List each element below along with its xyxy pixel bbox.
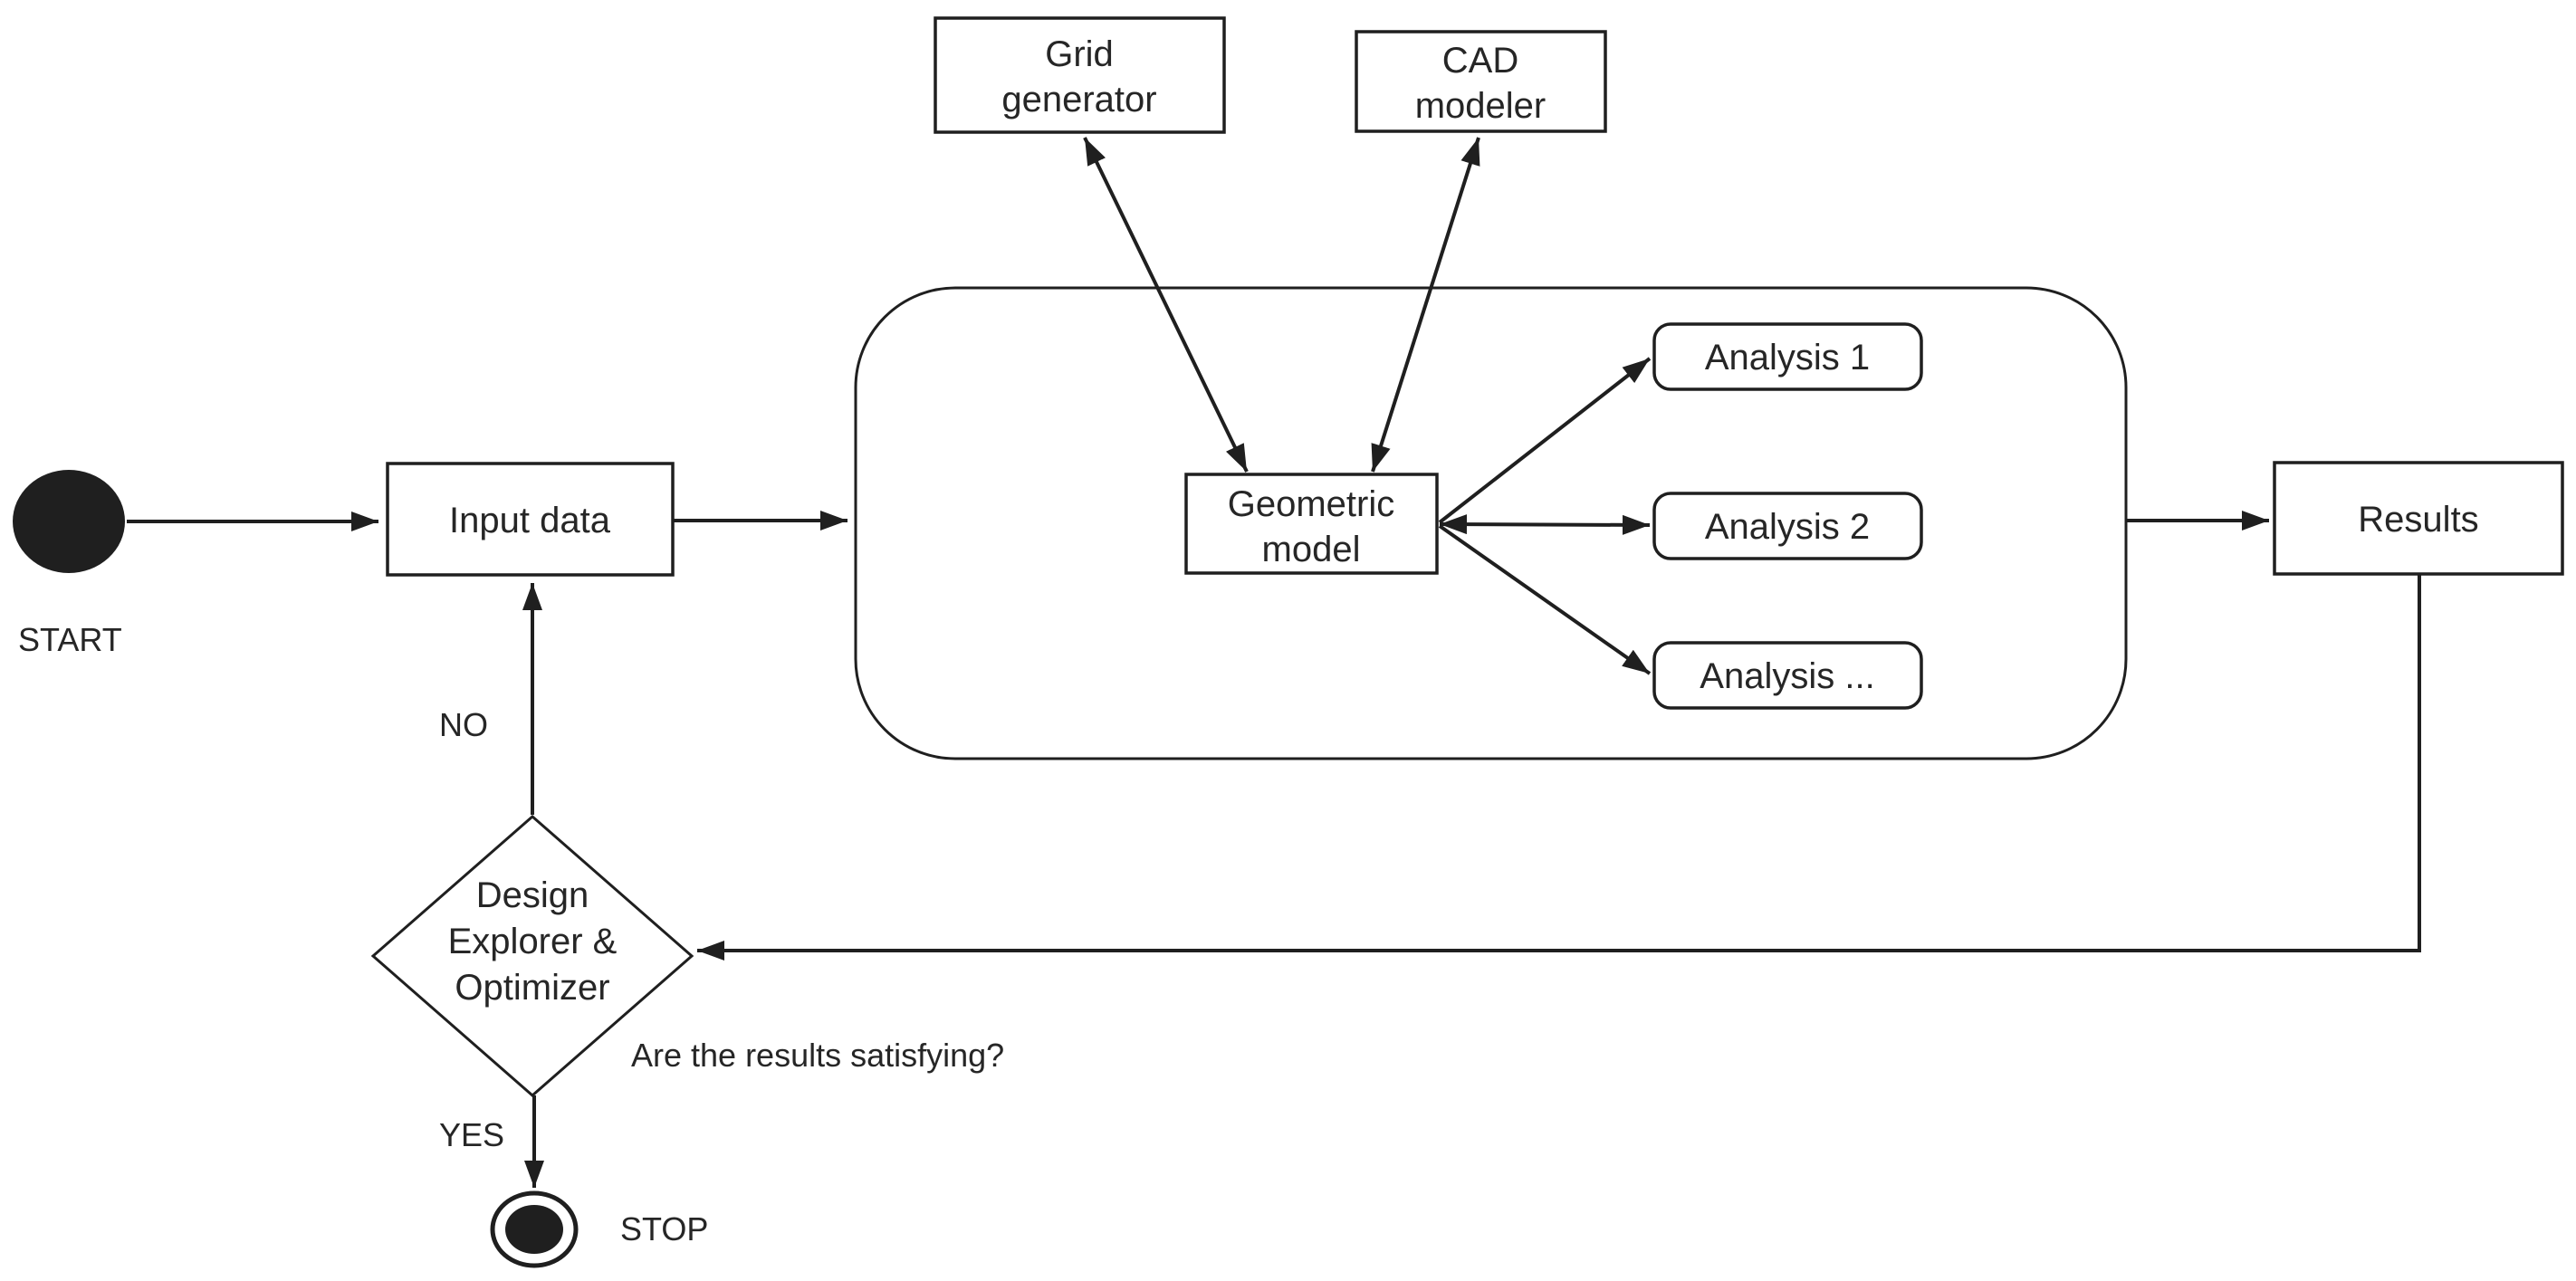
yes-branch-label: YES <box>439 1116 504 1153</box>
design-optimizer-label-line1: Design <box>476 875 589 915</box>
geometric-model-label-line2: model <box>1262 530 1361 569</box>
decision-question-label: Are the results satisfying? <box>631 1037 1004 1074</box>
input-data-label: Input data <box>449 501 611 540</box>
edge-geometric-grid-generator <box>1083 137 1249 473</box>
edge-geometric-to-analysis-1 <box>1438 357 1652 524</box>
design-optimizer-label-line2: Explorer & <box>448 922 618 961</box>
grid-generator-box <box>934 16 1226 134</box>
analysis-more-box <box>1652 641 1923 710</box>
analysis-1-label: Analysis 1 <box>1705 338 1870 378</box>
analysis-container <box>854 286 2128 760</box>
no-branch-label: NO <box>439 706 488 743</box>
design-optimizer-diamond <box>370 815 694 1097</box>
start-label: START <box>18 621 122 658</box>
geometric-model-box <box>1184 473 1439 575</box>
grid-generator-label-line1: Grid <box>1045 34 1114 74</box>
results-label: Results <box>2358 500 2478 540</box>
analysis-2-box <box>1652 492 1923 560</box>
edge-geometric-to-analysis-more <box>1438 524 1652 675</box>
cad-modeler-label-line1: CAD <box>1442 41 1518 81</box>
edge-results-to-optimizer <box>697 574 2421 961</box>
input-data-box <box>386 462 675 577</box>
grid-generator-label-line2: generator <box>1001 80 1156 119</box>
analysis-2-label: Analysis 2 <box>1705 507 1870 547</box>
cad-modeler-label-line2: modeler <box>1415 86 1547 126</box>
cad-modeler-box <box>1355 30 1607 133</box>
analysis-1-box <box>1652 322 1923 391</box>
design-optimizer-label-line3: Optimizer <box>455 968 609 1008</box>
results-box <box>2273 461 2564 576</box>
stop-label: STOP <box>620 1210 708 1248</box>
start-terminator <box>13 470 125 573</box>
analysis-more-label: Analysis ... <box>1700 656 1874 696</box>
edge-geometric-to-analysis-2 <box>1439 514 1651 535</box>
geometric-model-label-line1: Geometric <box>1228 484 1395 524</box>
edge-geometric-cad-modeler <box>1371 137 1480 473</box>
stop-terminator-core <box>505 1205 563 1254</box>
